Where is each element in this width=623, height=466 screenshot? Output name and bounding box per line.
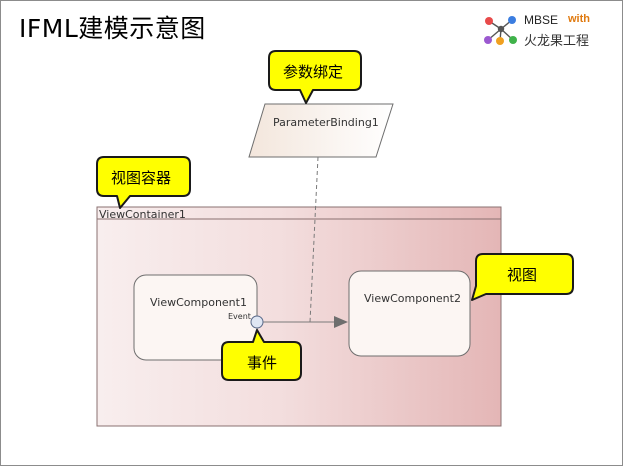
view-component-2-label: ViewComponent2 [364, 292, 461, 305]
parameter-binding-label: ParameterBinding1 [273, 116, 379, 129]
callout-view-text: 视图 [507, 266, 538, 284]
callout-parameter-binding-text: 参数绑定 [283, 63, 344, 81]
parameter-binding-shape[interactable] [248, 103, 394, 158]
view-component-1-label: ViewComponent1 [150, 296, 247, 309]
logo-subtitle: 火龙果工程 [524, 34, 590, 49]
callout-view-container-text: 视图容器 [111, 169, 172, 187]
view-component-2-shape[interactable] [348, 270, 471, 357]
view-container-label: ViewContainer1 [99, 208, 186, 221]
event-label: Event [228, 312, 251, 321]
callout-parameter-binding [268, 50, 362, 104]
callout-view-container [96, 156, 191, 209]
callout-event [221, 329, 302, 381]
logo-mbse-text: MBSE [524, 13, 559, 27]
event-circle[interactable] [250, 315, 264, 329]
callout-event-text: 事件 [247, 354, 278, 372]
page-title: IFML建模示意图 [19, 14, 206, 43]
logo-with-text: with [568, 13, 590, 25]
arrowhead-icon [334, 316, 348, 328]
logo: MBSE with 火龙果工程 [481, 12, 611, 49]
callout-view [471, 253, 574, 301]
molecule-logo-icon [484, 16, 517, 45]
